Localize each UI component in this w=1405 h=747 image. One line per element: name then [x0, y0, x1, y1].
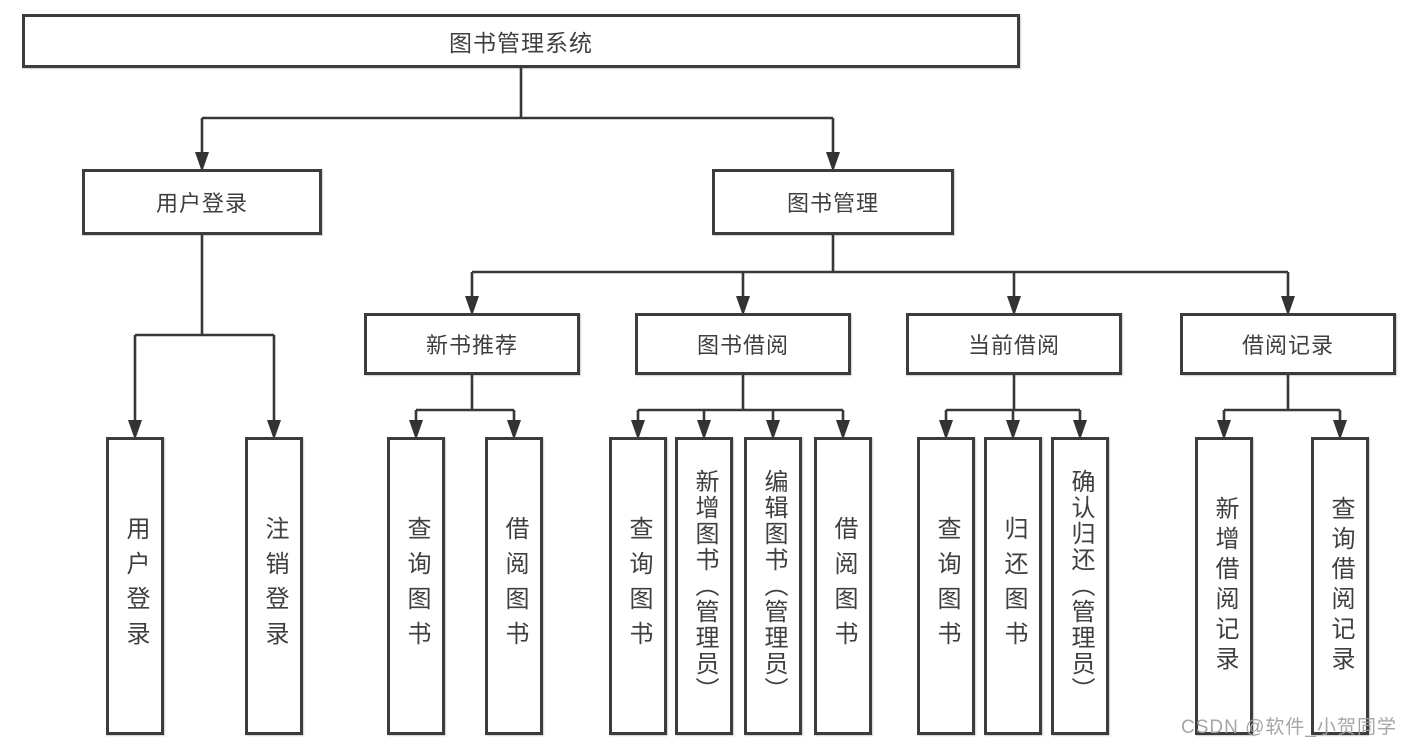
leaf-query-books-current: 查询图书 — [917, 437, 975, 735]
leaf-query-books-borrow-label: 查询图书 — [625, 516, 652, 656]
leaf-return-books: 归还图书 — [984, 437, 1042, 735]
connectors-book-borrow — [631, 375, 850, 440]
leaf-add-book-admin: 新增图书（管理员） — [675, 437, 733, 735]
leaf-add-book-admin-label: 新增图书（管理员） — [691, 469, 718, 703]
leaf-confirm-return-admin: 确认归还（管理员） — [1051, 437, 1109, 735]
leaf-query-borrow-record: 查询借阅记录 — [1311, 437, 1369, 735]
leaf-confirm-return-admin-label: 确认归还（管理员） — [1067, 469, 1094, 703]
node-current-borrow: 当前借阅 — [906, 313, 1122, 375]
node-user-login: 用户登录 — [82, 169, 322, 235]
leaf-borrow-books-recommend-label: 借阅图书 — [501, 516, 528, 656]
leaf-add-borrow-record: 新增借阅记录 — [1195, 437, 1253, 735]
leaf-query-books-borrow: 查询图书 — [609, 437, 667, 735]
node-library-management-system: 图书管理系统 — [22, 14, 1020, 68]
node-new-book-recommend: 新书推荐 — [364, 313, 580, 375]
leaf-borrow-books-label: 借阅图书 — [830, 516, 857, 656]
leaf-add-borrow-record-label: 新增借阅记录 — [1211, 496, 1238, 676]
leaf-user-login: 用户登录 — [106, 437, 164, 735]
leaf-query-books-recommend: 查询图书 — [387, 437, 445, 735]
leaf-logout: 注销登录 — [245, 437, 303, 735]
leaf-query-borrow-record-label: 查询借阅记录 — [1327, 496, 1354, 676]
connectors-new-book-recommend — [409, 375, 521, 440]
connectors-current-borrow — [939, 375, 1087, 440]
connectors-book-management — [465, 235, 1295, 316]
node-borrow-records: 借阅记录 — [1180, 313, 1396, 375]
csdn-watermark: CSDN @软件_小贺同学 — [1181, 717, 1397, 738]
connectors-root — [195, 68, 840, 172]
leaf-edit-book-admin-label: 编辑图书（管理员） — [760, 469, 787, 703]
leaf-edit-book-admin: 编辑图书（管理员） — [744, 437, 802, 735]
leaf-borrow-books: 借阅图书 — [814, 437, 872, 735]
connectors-user-login — [128, 235, 281, 440]
leaf-return-books-label: 归还图书 — [1000, 516, 1027, 656]
leaf-user-login-label: 用户登录 — [122, 516, 149, 656]
leaf-logout-label: 注销登录 — [261, 516, 288, 656]
node-book-borrow: 图书借阅 — [635, 313, 851, 375]
node-book-management: 图书管理 — [712, 169, 954, 235]
leaf-query-books-recommend-label: 查询图书 — [403, 516, 430, 656]
connectors-borrow-records — [1217, 375, 1347, 440]
leaf-query-books-current-label: 查询图书 — [933, 516, 960, 656]
leaf-borrow-books-recommend: 借阅图书 — [485, 437, 543, 735]
